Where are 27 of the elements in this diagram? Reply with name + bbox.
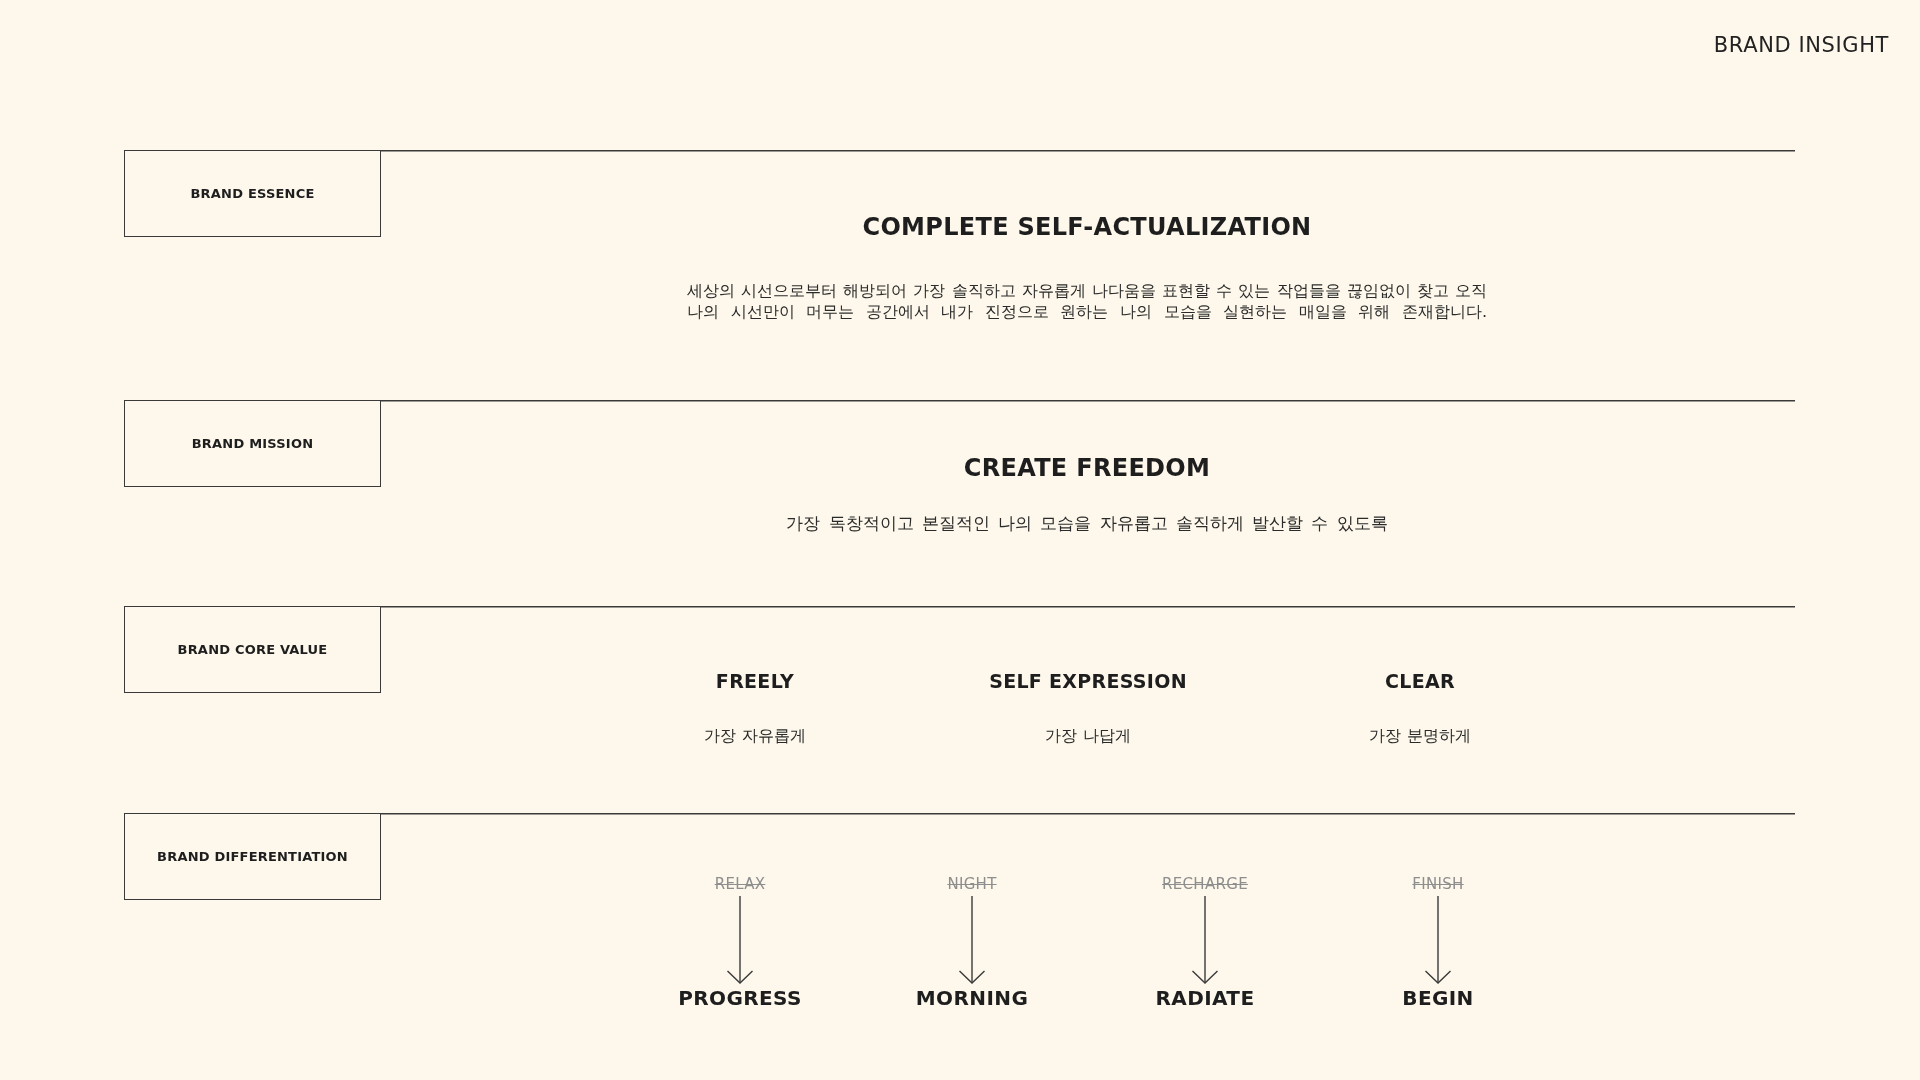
value-description: 가장 나답게: [1045, 725, 1131, 747]
category-box: BRAND ESSENCE: [124, 150, 381, 237]
arrow: [726, 895, 754, 984]
struck-word: RECHARGE: [1162, 875, 1248, 893]
category-box: BRAND CORE VALUE: [124, 606, 381, 693]
section-heading: CREATE FREEDOM: [963, 454, 1211, 482]
struck-word: FINISH: [1412, 875, 1464, 893]
category-box: BRAND MISSION: [124, 400, 381, 487]
value-description: 가장 자유롭게: [704, 725, 806, 747]
arrow: [958, 895, 986, 984]
page-title: BRAND INSIGHT: [1713, 33, 1889, 57]
section-heading: COMPLETE SELF-ACTUALIZATION: [862, 213, 1312, 241]
keyword-text: BEGIN: [1402, 986, 1474, 1010]
value-heading: FREELY: [715, 670, 795, 692]
arrow: [1424, 895, 1452, 984]
category-box: BRAND DIFFERENTIATION: [124, 813, 381, 900]
struck-word: RELAX: [714, 875, 766, 893]
value-description: 가장 분명하게: [1369, 725, 1471, 747]
value-heading: CLEAR: [1385, 670, 1455, 692]
keyword-text: MORNING: [915, 986, 1029, 1010]
arrow: [1191, 895, 1219, 984]
value-heading: SELF EXPRESSION: [989, 670, 1187, 692]
keyword-text: PROGRESS: [678, 986, 802, 1010]
keyword-text: RADIATE: [1155, 986, 1255, 1010]
description-text: 세상의 시선으로부터 해방되어 가장 솔직하고 자유롭게 나다움을 표현할 수 있는 작업들을 끊임없이 찾고 오직 나의 시선만이 머무는 공간에서 내가 진정으로 원하는 나의 모습을 실현하는 매일을 위해 존재합니다.: [687, 280, 1487, 322]
description-text: 가장 독창적이고 본질적인 나의 모습을 자유롭고 솔직하게 발산할 수 있도록: [786, 513, 1388, 535]
struck-word: NIGHT: [947, 875, 997, 893]
